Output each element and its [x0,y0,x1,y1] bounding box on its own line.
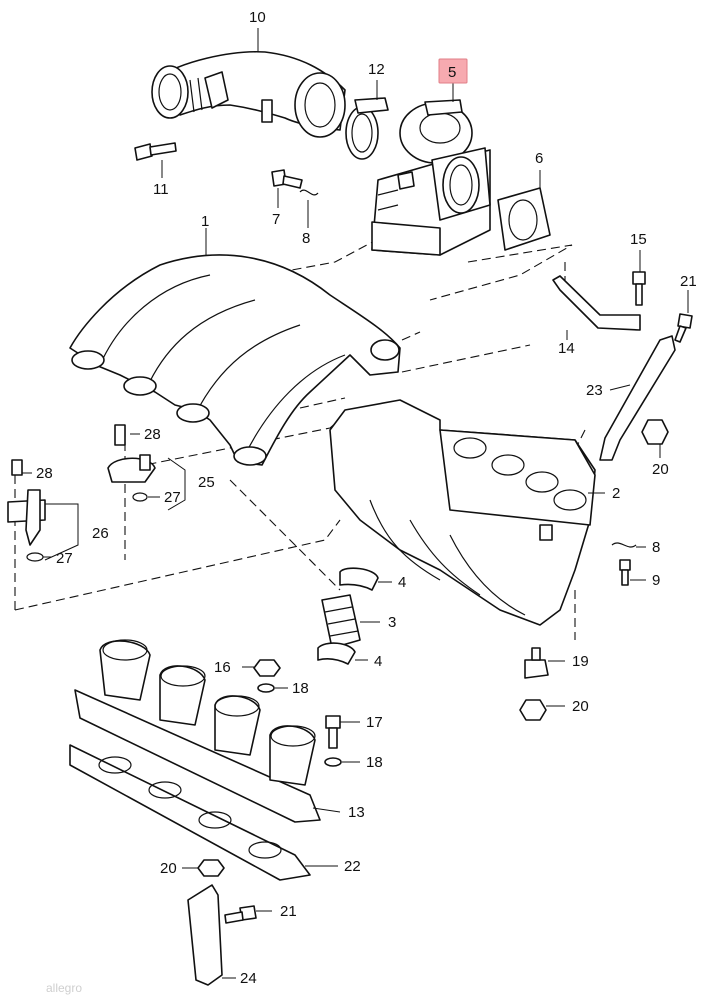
support-23 [599,335,676,461]
callout-8-top: 8 [302,230,310,247]
nut-20-right [641,419,669,445]
callout-8-right: 8 [652,539,660,556]
callout-4-bottom: 4 [374,653,382,670]
callout-6: 6 [535,150,543,167]
callout-15: 15 [630,231,647,248]
callout-2: 2 [612,485,620,502]
gasket-22 [69,744,311,881]
gasket-6 [497,187,551,251]
intake-manifold-upper [69,254,401,466]
hose-clamp [345,97,389,160]
o-ring-8-top [299,189,319,196]
callout-25: 25 [198,474,215,491]
callout-11: 11 [153,181,169,198]
callout-20-right: 20 [652,461,669,478]
callout-7: 7 [272,211,280,228]
bolt-21-bottom [224,905,257,924]
callout-10: 10 [249,9,266,26]
callout-labels: 10 12 5 11 6 7 8 1 15 21 14 23 20 2 8 9 … [36,9,697,987]
leader-lines [22,28,689,979]
throttle-body [371,99,491,256]
nut-16 [253,659,281,677]
intake-hose [151,50,346,138]
callout-17: 17 [366,714,383,731]
callout-20-lower: 20 [572,698,589,715]
watermark: allegro [46,981,82,995]
washer-18-top [257,683,275,693]
callout-21-bottom: 21 [280,903,297,920]
callout-3: 3 [388,614,396,631]
sensor-26 [7,459,46,546]
callout-18-lower: 18 [366,754,383,771]
callout-14: 14 [558,340,575,357]
callout-23: 23 [586,382,603,399]
intake-runners-13 [74,639,321,823]
nut-20-bottom [197,859,225,877]
callout-20-bottom: 20 [160,860,177,877]
callout-9: 9 [652,572,660,589]
callout-16: 16 [214,659,231,676]
bolt-17 [325,715,341,749]
callout-24: 24 [240,970,257,987]
seal-4-bottom [317,642,356,665]
callout-26: 26 [92,525,109,542]
o-ring-8-right [611,542,637,548]
callout-27-left: 27 [56,550,73,567]
bracket-24 [187,884,223,986]
nut-20-lower [519,699,547,721]
o-ring-27-mid [132,492,148,502]
callout-5-highlight [438,58,468,84]
sensor-25 [107,424,156,483]
callout-19: 19 [572,653,589,670]
callout-12: 12 [368,61,385,78]
callout-13: 13 [348,804,365,821]
bolt-15 [632,271,646,306]
bolt-11 [134,142,177,161]
callout-21-top: 21 [680,273,697,290]
bolt-9 [619,559,631,586]
callout-22: 22 [344,858,361,875]
stud-19 [524,647,549,679]
callout-18-top: 18 [292,680,309,697]
callout-28-mid: 28 [144,426,161,443]
callout-28-left: 28 [36,465,53,482]
bolt-21-top [674,313,693,343]
callout-5: 5 [448,64,456,81]
callout-4-top: 4 [398,574,406,591]
bolt-7 [271,169,303,189]
intake-manifold-lower [329,399,596,626]
o-ring-27-left [26,552,44,562]
callout-1: 1 [201,213,209,230]
callout-27-mid: 27 [164,489,181,506]
seal-4-top [339,567,379,591]
filter-3 [321,594,361,649]
bracket-14 [552,275,641,331]
washer-18-lower [324,757,342,767]
